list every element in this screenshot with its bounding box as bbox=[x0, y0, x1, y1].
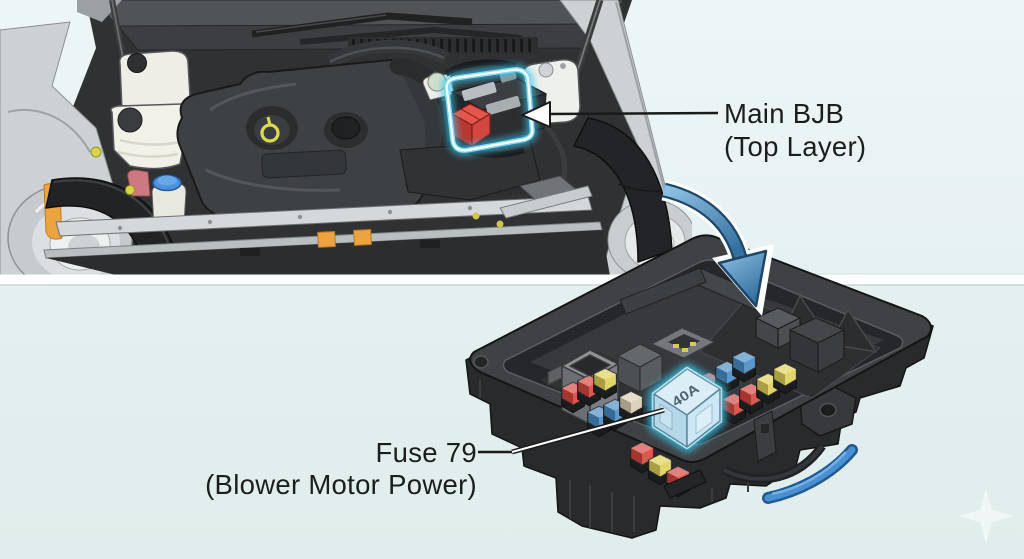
oil-dipstick-ring bbox=[260, 116, 280, 143]
cowl-duct-right bbox=[573, 117, 673, 263]
connector-socket bbox=[651, 327, 715, 359]
relay-cube bbox=[617, 343, 663, 393]
front-bumper-area bbox=[46, 230, 610, 275]
coolant-reservoir bbox=[110, 50, 191, 170]
main-bjb-battery bbox=[442, 59, 547, 158]
inset-leader-line bbox=[617, 183, 663, 193]
callouts bbox=[478, 101, 774, 455]
highlighted-fuse-40a: 40A bbox=[648, 363, 726, 453]
main-bjb-pointer-arrow bbox=[521, 101, 719, 128]
labels: Main BJB (Top Layer) Fuse 79 (Blower Mot… bbox=[205, 98, 866, 500]
fuse79-label-line1: Fuse 79 bbox=[376, 437, 477, 468]
bumper-clips bbox=[240, 229, 440, 256]
sparkle-icon bbox=[958, 488, 1014, 544]
fastener-yellow bbox=[90, 146, 102, 158]
engine-bay-illustration bbox=[0, 0, 692, 275]
fuse79-leader-line bbox=[478, 407, 665, 455]
main-bjb-label-line2: (Top Layer) bbox=[724, 131, 866, 162]
relay-dark bbox=[755, 307, 845, 373]
inset-curved-arrow bbox=[661, 179, 774, 316]
retention-strap bbox=[721, 443, 858, 504]
main-bjb-label-line1: Main BJB bbox=[724, 98, 844, 129]
fusebox-illustration: 40A bbox=[465, 234, 934, 539]
latch-plate bbox=[753, 410, 777, 462]
rim-notch bbox=[663, 469, 707, 499]
divider-band bbox=[0, 274, 1024, 285]
engine-cover bbox=[176, 39, 451, 220]
bjb-highlight-outline bbox=[442, 65, 537, 155]
wiper-arms bbox=[251, 12, 523, 45]
rim-corner-hole bbox=[473, 355, 489, 369]
fuse79-label-line2: (Blower Motor Power) bbox=[205, 469, 477, 500]
